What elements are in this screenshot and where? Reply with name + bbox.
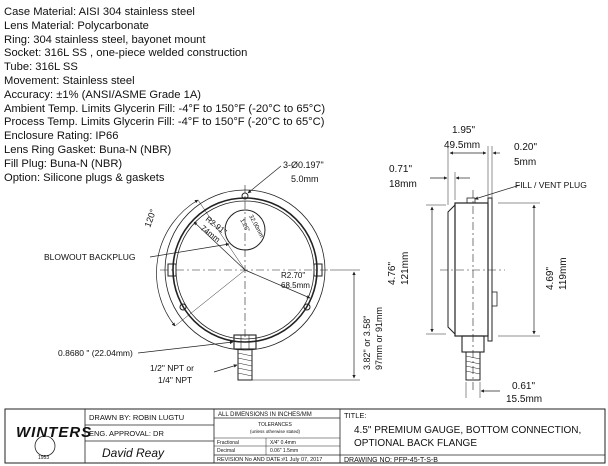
fill-plug-leader [474, 184, 521, 200]
side-view [426, 146, 540, 398]
angle-label: 120° [142, 207, 158, 228]
dimensions-note: ALL DIMENSIONS IN INCHES/MM [218, 412, 312, 418]
diameter-in-label: 4.76" [387, 262, 398, 285]
angle-leg-1 [197, 199, 246, 271]
body-in-label: 4.69" [545, 267, 556, 290]
company-logo: WINTERS [16, 424, 92, 441]
angle-leg-2 [174, 269, 246, 327]
spec-process-temp: Process Temp. Limits Glycerin Fill: -4°F… [4, 116, 325, 129]
radius-inner-mm-label: 68.5mm [281, 281, 310, 290]
radius-inner-leader [244, 269, 311, 299]
npt-label-line2: 1/4" NPT [158, 375, 192, 385]
spec-socket: Socket: 316L SS , one-piece welded const… [4, 47, 248, 60]
spec-case-material: Case Material: AISI 304 stainless steel [4, 6, 195, 18]
front-in-label: 0.71" [389, 164, 412, 175]
fractional-label: Fractional [217, 440, 239, 446]
backplug-leader [149, 242, 230, 258]
angle-arc [156, 199, 199, 327]
fill-plug-label: FILL / VENT PLUG [515, 180, 587, 190]
diameter-mm-label: 121mm [400, 252, 411, 285]
spec-lens-gasket: Lens Ring Gasket: Buna-N (NBR) [4, 143, 172, 156]
spec-ambient-temp: Ambient Temp. Limits Glycerin Fill: -4°F… [4, 102, 326, 115]
center-mm-label: 32.00mm [247, 214, 264, 239]
fractional-value: X/4" 0.4mm [270, 440, 296, 446]
logo-year: 1953 [38, 455, 49, 461]
holes-mm-label: 5.0mm [291, 174, 319, 184]
flange-in-label: 0.20" [514, 142, 537, 153]
title-block [4, 408, 606, 464]
front-view-labels: 3-Ø0.197" 5.0mm 120° R2.91" 74mm 32.00mm… [44, 160, 384, 385]
stem-in-label: 0.61" [512, 381, 535, 392]
decimal-value: 0.06" 1.5mm [270, 448, 298, 454]
title-line-1: 4.5" PREMIUM GAUGE, BOTTOM CONNECTION, [354, 425, 581, 436]
title-line-2: OPTIONAL BACK FLANGE [354, 438, 477, 449]
lens-ring [447, 203, 456, 336]
spec-accuracy: Accuracy: ±1% (ANSI/ASME Grade 1A) [4, 88, 202, 101]
center-in-label: 1.26" [238, 218, 250, 233]
spec-enclosure-rating: Enclosure Rating: IP66 [4, 130, 119, 143]
body-mm-label: 119mm [558, 257, 569, 290]
front-view [137, 165, 360, 381]
tolerances-note: (unless otherwise stated) [250, 429, 301, 434]
spec-movement: Movement: Stainless steel [4, 74, 135, 87]
flange-mm-label: 5mm [514, 157, 536, 168]
side-view-labels: 1.95" 49.5mm 0.20" 5mm 0.71" 18mm FILL /… [387, 125, 587, 405]
signature: David Reay [102, 446, 165, 460]
spec-option: Option: Silicone plugs & gaskets [4, 171, 165, 184]
backplug-label: BLOWOUT BACKPLUG [44, 252, 135, 262]
npt-leader [213, 364, 238, 373]
revision: REVISION No AND DATE:#1 July 07, 2017 [217, 457, 322, 463]
eng-approval: ENG. APPROVAL: DR [89, 429, 164, 438]
mount-hole-right [303, 303, 311, 311]
threaded-stem [237, 348, 253, 381]
decimal-label: Decimal [217, 448, 235, 454]
spec-list: Case Material: AISI 304 stainless steel … [4, 6, 325, 185]
radius-outer-leader [193, 221, 246, 271]
radius-inner-in-label: R2.70" [281, 271, 305, 280]
flange-lug [491, 291, 498, 307]
drawing-number: DRAWING NO: PFP-45-T-S-B [344, 457, 438, 464]
hex-dim-label: 0.8680 " (22.04mm) [58, 348, 133, 358]
depth-mm-label: 49.5mm [444, 140, 480, 151]
title-block-text: WINTERS 1953 DRAWN BY: ROBIN LUGTU ENG. … [16, 411, 581, 464]
spec-tube: Tube: 316L SS [4, 61, 78, 74]
logo-seal [34, 435, 56, 457]
front-mm-label: 18mm [389, 179, 417, 190]
spec-fill-plug: Fill Plug: Buna-N (NBR) [4, 157, 123, 170]
spec-ring: Ring: 304 stainless steel, bayonet mount [4, 33, 206, 46]
fill-plug [466, 197, 476, 204]
stem-mm-label: 15.5mm [506, 394, 542, 405]
drawn-by: DRAWN BY: ROBIN LUGTU [89, 413, 184, 422]
depth-in-label: 1.95" [452, 125, 475, 136]
holes-leader [247, 165, 282, 194]
tolerances-label: TOLERANCES [258, 422, 292, 428]
title-label: TITLE: [344, 411, 367, 420]
hex-leader [137, 340, 234, 354]
height-in-label: 3.82" or 3.58" [362, 316, 372, 370]
case-body [454, 202, 489, 337]
back-flange [487, 197, 493, 342]
npt-label-line1: 1/2" NPT or [150, 363, 194, 373]
spec-lens-material: Lens Material: Polycarbonate [4, 19, 149, 32]
holes-in-label: 3-Ø0.197" [283, 160, 324, 170]
height-mm-label: 97mm or 91mm [374, 307, 384, 370]
